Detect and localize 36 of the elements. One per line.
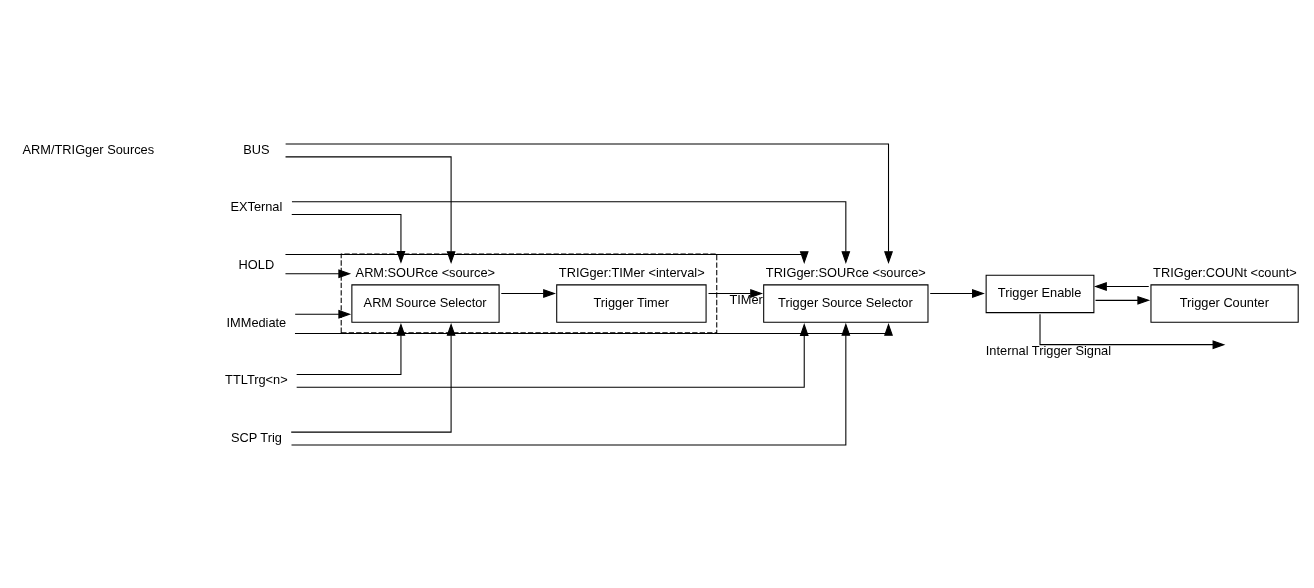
- node-label: ARM:SOURce <source>: [355, 264, 496, 280]
- label: ARM/TRIGger Sources: [22, 141, 155, 157]
- arrow: [290, 322, 851, 445]
- arrow: [291, 200, 851, 264]
- arrow: [1039, 313, 1226, 349]
- arrow: [294, 309, 352, 319]
- node-label: TRIGger:COUNt <count>: [1153, 264, 1297, 280]
- arrow: [284, 250, 809, 264]
- edge-label: Internal Trigger Signal: [985, 342, 1112, 358]
- arrow: [500, 288, 556, 298]
- node-text: SCP Trig: [230, 429, 282, 445]
- node-text: EXTernal: [230, 198, 283, 214]
- node-text: IMMediate: [226, 314, 287, 330]
- arrow: [1094, 281, 1150, 291]
- arrow: [294, 322, 893, 336]
- node-box: Trigger Enable: [985, 274, 1095, 313]
- edge-label: TIMer: [729, 291, 763, 307]
- node-text: TTLTrg<n>: [225, 371, 288, 387]
- node-box: Trigger Timer: [556, 283, 707, 323]
- arrow: [707, 288, 764, 298]
- node-box: ARM Source Selector: [351, 283, 500, 323]
- arrow: [929, 288, 985, 298]
- arrow: [296, 322, 809, 388]
- arrow: [284, 268, 352, 278]
- node-box: Trigger Counter: [1150, 283, 1299, 323]
- node-text: HOLD: [238, 256, 275, 272]
- arrow: [285, 155, 456, 264]
- node-label: TRIGger:TIMer <interval>: [558, 264, 705, 280]
- arrow: [296, 322, 406, 375]
- node-text: BUS: [243, 141, 270, 157]
- arrow: [291, 213, 406, 264]
- arrow: [285, 143, 893, 264]
- arrow: [290, 322, 456, 433]
- node-label: TRIGger:SOURce <source>: [765, 264, 926, 280]
- node-box: Trigger Source Selector: [763, 283, 929, 323]
- arrow: [1095, 295, 1151, 305]
